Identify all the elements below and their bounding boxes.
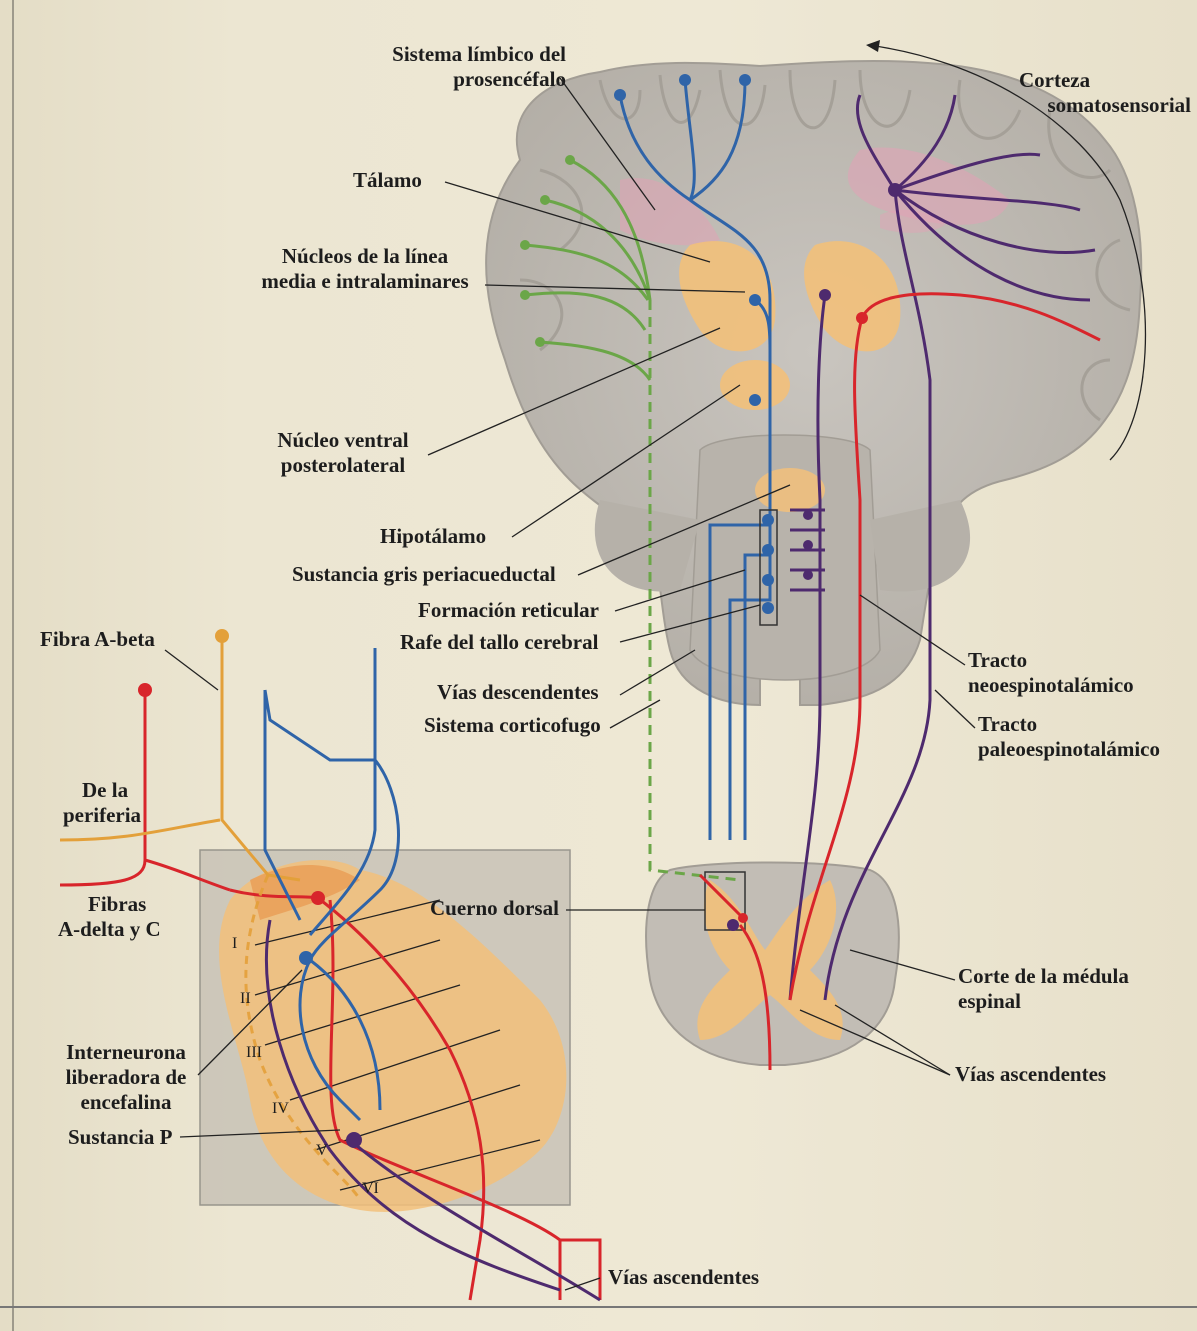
bottom-rule xyxy=(0,1306,1197,1308)
